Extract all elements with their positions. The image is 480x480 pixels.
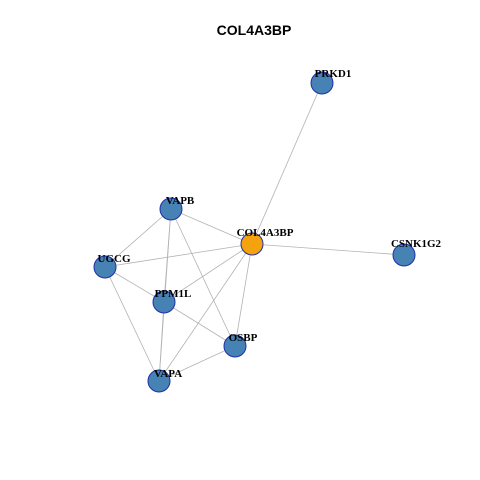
node-ugcg[interactable]: [93, 255, 117, 279]
edge-ppm1l-osbp: [163, 301, 236, 347]
node-label-col4a3bp: COL4A3BP: [237, 227, 294, 239]
edge-ugcg-vapa: [104, 266, 160, 382]
node-label-osbp: OSBP: [229, 332, 258, 344]
edge-col4a3bp-vapa: [158, 243, 253, 382]
node-label-vapa: VAPA: [154, 368, 182, 380]
edge-col4a3bp-osbp: [234, 243, 253, 347]
edge-col4a3bp-prkd1: [251, 82, 323, 245]
node-vapb[interactable]: [159, 197, 183, 221]
node-label-csnk1g2: CSNK1G2: [391, 238, 442, 250]
edge-col4a3bp-vapb: [170, 208, 253, 245]
edge-vapb-osbp: [170, 208, 236, 347]
node-ppm1l[interactable]: [152, 290, 176, 314]
edge-ppm1l-vapa: [158, 301, 165, 382]
node-col4a3bp[interactable]: [240, 232, 264, 256]
edge-col4a3bp-ppm1l: [163, 243, 253, 303]
node-label-prkd1: PRKD1: [315, 68, 352, 80]
graph-title: COL4A3BP: [217, 22, 292, 38]
edge-vapa-osbp: [158, 345, 236, 382]
node-osbp[interactable]: [223, 334, 247, 358]
edge-vapb-ugcg: [104, 208, 172, 268]
node-vapa[interactable]: [147, 369, 171, 393]
edge-col4a3bp-csnk1g2: [251, 243, 405, 256]
node-label-ugcg: UGCG: [98, 253, 131, 265]
edge-col4a3bp-ugcg: [104, 243, 253, 268]
node-prkd1[interactable]: [310, 71, 334, 95]
node-csnk1g2[interactable]: [392, 243, 416, 267]
node-label-vapb: VAPB: [166, 195, 195, 207]
node-label-ppm1l: PPM1L: [155, 288, 192, 300]
node-layer: [93, 71, 416, 393]
